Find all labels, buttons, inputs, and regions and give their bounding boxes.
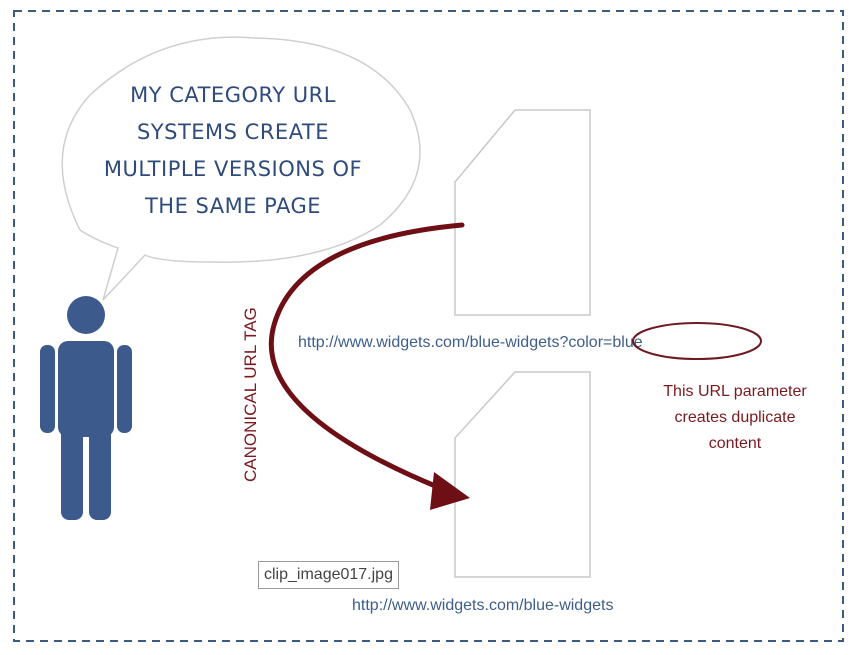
parameter-highlight-ellipse: [632, 322, 762, 360]
bubble-line-3: MULTIPLE VERSIONS OF: [104, 157, 362, 181]
person-icon: [40, 296, 132, 520]
canonical-tag-label: CANONICAL URL TAG: [241, 307, 260, 482]
person-right-arm: [117, 345, 132, 433]
curved-arrow-shaft: [268, 222, 465, 491]
url-top-text: http://www.widgets.com/blue-widgets?colo…: [298, 334, 643, 351]
person-left-arm: [40, 345, 55, 433]
person-head: [67, 296, 105, 334]
curved-arrow-head: [430, 472, 470, 510]
document-page-icon-top: [454, 109, 591, 316]
parameter-note-line-2: creates duplicate: [675, 409, 796, 426]
curved-arrow-icon: [268, 222, 470, 510]
speech-bubble: MY CATEGORY URL SYSTEMS CREATE MULTIPLE …: [61, 36, 421, 301]
bubble-line-2: SYSTEMS CREATE: [137, 120, 329, 144]
speech-bubble-shape: [61, 36, 421, 301]
url-top-parameter: ?color=blue: [559, 334, 642, 351]
url-bottom-text: http://www.widgets.com/blue-widgets: [352, 597, 613, 614]
bubble-line-1: MY CATEGORY URL: [130, 83, 336, 107]
parameter-note-line-1: This URL parameter: [663, 383, 807, 400]
document-page-icon-bottom: [454, 371, 591, 578]
person-torso: [58, 341, 114, 437]
file-name-label: clip_image017.jpg: [258, 561, 399, 589]
bubble-line-4: THE SAME PAGE: [144, 194, 321, 218]
url-top-base: http://www.widgets.com/blue-widgets: [298, 334, 559, 351]
person-right-leg: [89, 425, 111, 520]
person-left-leg: [61, 425, 83, 520]
parameter-note-line-3: content: [709, 435, 762, 452]
